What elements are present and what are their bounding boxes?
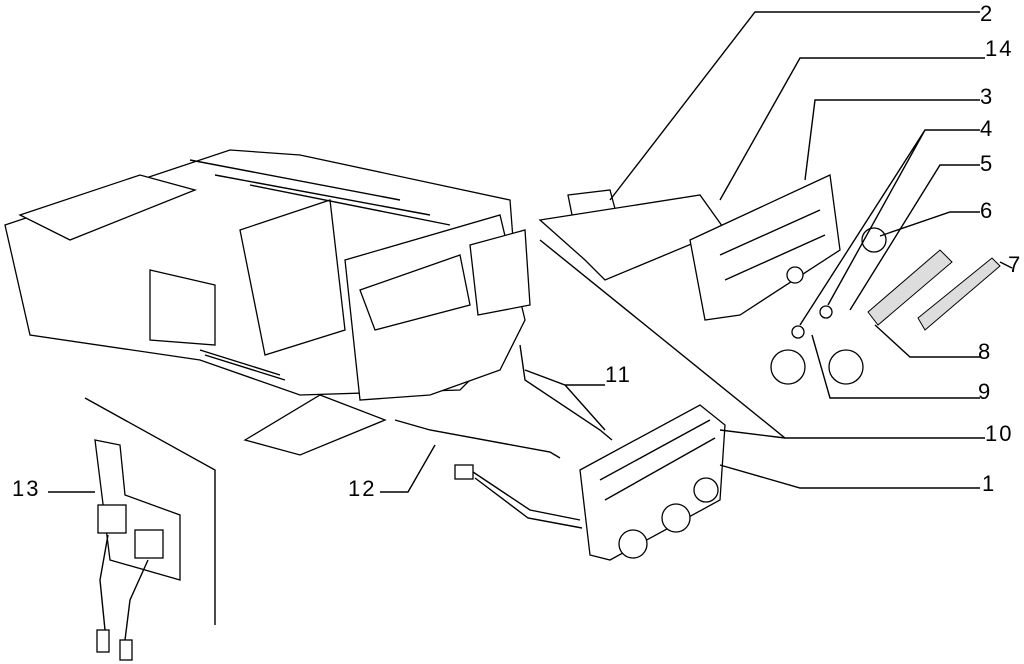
callout-5: 5 bbox=[980, 151, 995, 176]
part-11-cable bbox=[519, 344, 613, 441]
part-8-strip bbox=[867, 249, 953, 326]
callout-12: 12 bbox=[348, 476, 377, 501]
callout-14: 14 bbox=[985, 36, 1014, 61]
part-3-panel bbox=[689, 174, 841, 321]
callout-13: 13 bbox=[12, 476, 41, 501]
callout-6: 6 bbox=[980, 198, 995, 223]
part-13-relay-bracket bbox=[84, 397, 216, 661]
part-5-knob bbox=[819, 305, 833, 319]
callout-9: 9 bbox=[978, 379, 993, 404]
part-1-control-unit bbox=[454, 404, 726, 561]
callout-2: 2 bbox=[980, 1, 995, 26]
leader-lines bbox=[48, 11, 1013, 493]
callout-3: 3 bbox=[980, 84, 995, 109]
part-12-cable bbox=[394, 419, 561, 459]
callout-4: 4 bbox=[980, 116, 995, 141]
callout-8: 8 bbox=[978, 339, 993, 364]
part-4-knob bbox=[791, 325, 805, 339]
heater-housing bbox=[4, 149, 531, 456]
part-6-knob bbox=[861, 227, 887, 253]
callout-1: 1 bbox=[982, 471, 997, 496]
callout-7: 7 bbox=[1008, 252, 1023, 277]
part-7-strip bbox=[917, 257, 1001, 331]
callout-10: 10 bbox=[985, 421, 1014, 446]
part-14-panel bbox=[538, 194, 727, 281]
callout-11: 11 bbox=[605, 362, 632, 387]
